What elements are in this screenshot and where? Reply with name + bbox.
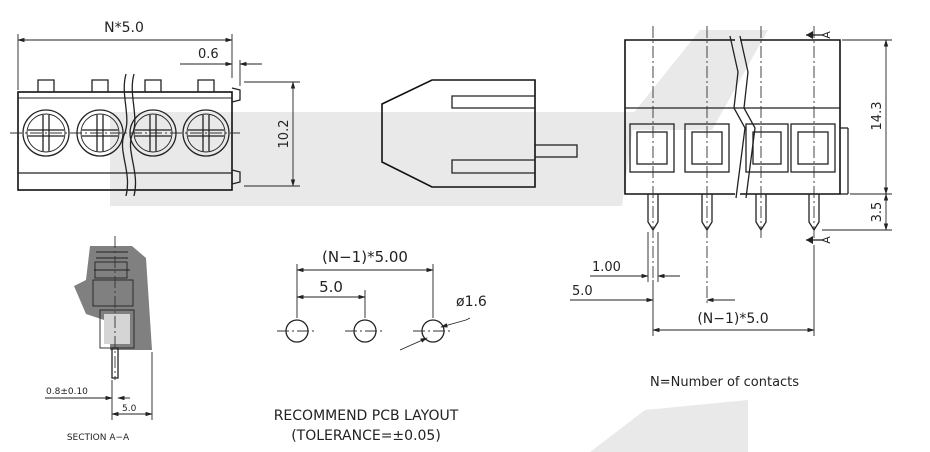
section-view: 0.8±0.10 5.0	[45, 236, 153, 420]
section-caption: SECTION A−A	[67, 433, 130, 443]
hole-dim-label: ø1.6	[456, 294, 487, 310]
section-pitch-dim-label: 5.0	[122, 404, 137, 414]
offset-dim-label: 0.6	[198, 47, 219, 62]
pin-width-dim-label: 1.00	[592, 260, 621, 275]
pcb-pitch-dim-label: 5.0	[319, 278, 343, 296]
pcb-span-dim-label: (N−1)*5.00	[322, 248, 408, 266]
pcb-layout: (N−1)*5.00 5.0 ø1.6	[277, 248, 487, 351]
section-mark-top: A	[820, 31, 833, 39]
front-view: A A 14.3 3.5 1.00 5.0 (N−1)*5.0	[570, 26, 892, 336]
pcb-caption-line2: (TOLERANCE=±0.05)	[291, 428, 441, 444]
span-dim-label: (N−1)*5.0	[697, 311, 768, 327]
side-view	[381, 79, 578, 188]
pitch-dim-label: 5.0	[572, 284, 593, 299]
pin-dim-label: 3.5	[870, 202, 885, 223]
height-dim-label: 10.2	[277, 120, 292, 149]
top-view: N*5.0 0.6 10.2	[10, 20, 300, 197]
watermark-logo	[110, 30, 768, 452]
section-pin-dim-label: 0.8±0.10	[46, 387, 88, 397]
section-mark-bottom: A	[820, 236, 833, 244]
pcb-caption-line1: RECOMMEND PCB LAYOUT	[274, 408, 459, 424]
contacts-note: N=Number of contacts	[650, 375, 799, 390]
height-dim-label: 14.3	[870, 102, 885, 131]
width-dim-label: N*5.0	[104, 20, 144, 36]
screw-heads	[22, 109, 230, 157]
